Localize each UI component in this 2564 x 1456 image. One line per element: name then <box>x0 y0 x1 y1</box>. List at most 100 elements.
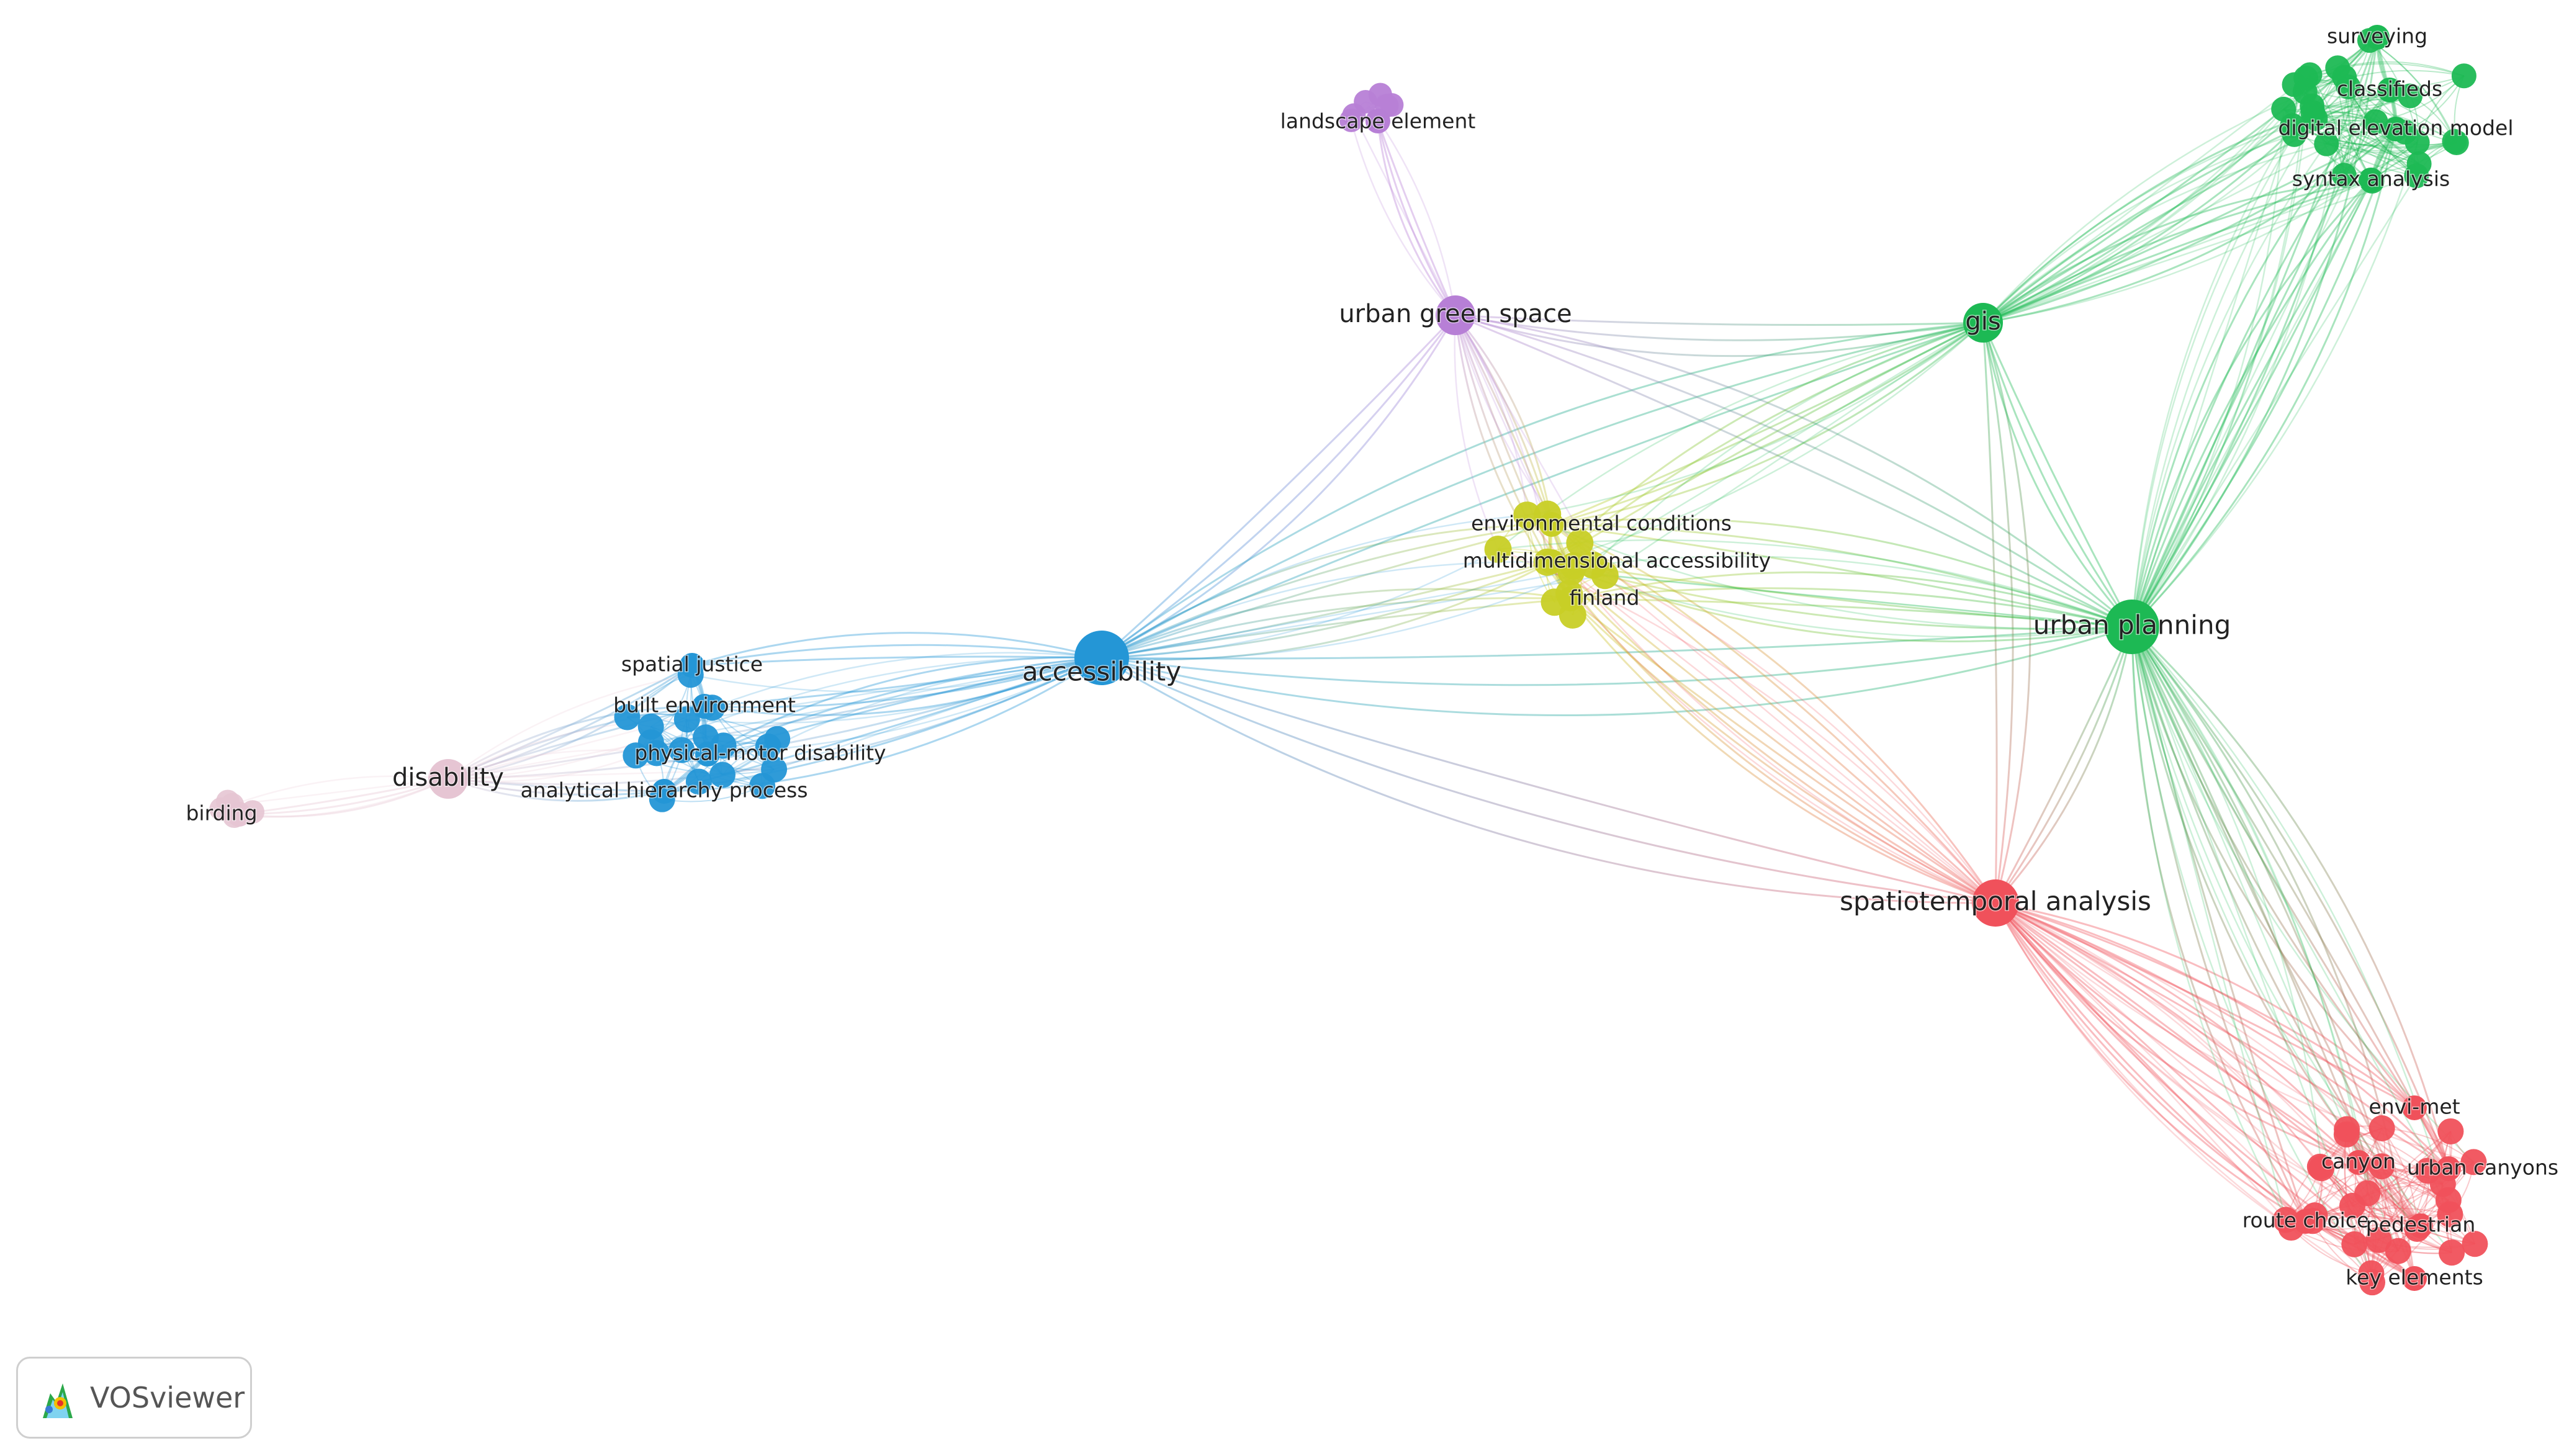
green-cluster-dot[interactable] <box>2398 83 2423 109</box>
label-physical-motor-disability[interactable]: physical-motor disability <box>634 740 887 766</box>
label-surveying[interactable]: surveying <box>2326 23 2428 49</box>
blue-cluster-dot[interactable] <box>643 740 670 766</box>
label-syntax-analysis[interactable]: syntax analysis <box>2291 166 2450 192</box>
node-surveying[interactable] <box>2365 25 2390 50</box>
green-cluster-dot[interactable] <box>2297 62 2323 88</box>
green-cluster-dot[interactable] <box>2325 55 2350 81</box>
label-gis[interactable]: gis <box>1964 307 2002 337</box>
green-cluster-dot[interactable] <box>2282 122 2307 147</box>
label-route-choice[interactable]: route choice <box>2241 1207 2370 1233</box>
node-spatiotemporal-analysis[interactable] <box>1972 879 2019 927</box>
node-birding[interactable] <box>227 802 251 827</box>
link-spatiotemporal_analysis-canyon <box>1994 902 2359 1164</box>
red-cluster-dot[interactable] <box>2306 1153 2333 1180</box>
blue-cluster-dot[interactable] <box>685 768 712 795</box>
blue-cluster-dot[interactable] <box>614 704 641 730</box>
label-canyon[interactable]: canyon <box>2321 1148 2397 1174</box>
red-cluster-dot[interactable] <box>2365 1226 2392 1253</box>
label-urban-canyons[interactable]: urban canyons <box>2406 1154 2559 1180</box>
link-red-cluster-spatiotemporal_analysis <box>1995 902 2380 1241</box>
label-multidimensional-accessibility[interactable]: multidimensional accessibility <box>1462 547 1771 573</box>
red-cluster-dot[interactable] <box>2368 1115 2395 1141</box>
green-cluster-dot[interactable] <box>2451 63 2476 89</box>
red-cluster-dot[interactable] <box>2460 1149 2487 1175</box>
node-classifieds[interactable] <box>2377 78 2402 102</box>
red-cluster-dot[interactable] <box>2341 1231 2368 1257</box>
green-cluster-dot[interactable] <box>2300 100 2326 125</box>
blue-cluster-dot[interactable] <box>673 706 700 733</box>
red-cluster-dot[interactable] <box>2437 1118 2464 1144</box>
label-analytical-hierarchy-process[interactable]: analytical hierarchy process <box>520 777 809 803</box>
node-gis[interactable] <box>1963 303 2003 343</box>
link-yellow-cluster-gis <box>1497 321 1984 550</box>
red-cluster-dot[interactable] <box>2368 1153 2395 1180</box>
red-cluster-dot[interactable] <box>2435 1187 2462 1213</box>
label-spatiotemporal-analysis[interactable]: spatiotemporal analysis <box>1839 885 2152 917</box>
yellow-cluster-dot[interactable] <box>1591 562 1619 590</box>
blue-cluster-dot[interactable] <box>637 713 664 740</box>
node-canyon[interactable] <box>2346 1150 2371 1175</box>
label-envi-met[interactable]: envi-met <box>2368 1094 2461 1120</box>
yellow-cluster-dot[interactable] <box>1566 529 1594 557</box>
red-cluster-dot[interactable] <box>2462 1231 2488 1257</box>
label-digital-elevation-model[interactable]: digital elevation model <box>2277 115 2514 141</box>
green-cluster-dot[interactable] <box>2406 151 2432 176</box>
label-built-environment[interactable]: built environment <box>613 692 797 718</box>
blue-cluster-dot[interactable] <box>749 773 776 799</box>
label-urban-green-space[interactable]: urban green space <box>1338 299 1573 330</box>
yellow-cluster-dot[interactable] <box>1484 535 1512 563</box>
node-environmental-conditions[interactable] <box>1539 512 1564 537</box>
label-birding[interactable]: birding <box>185 800 258 826</box>
node-finland[interactable] <box>1558 586 1583 611</box>
node-analytical-hierarchy-process[interactable] <box>652 779 677 804</box>
label-spatial-justice[interactable]: spatial justice <box>620 651 763 677</box>
green-cluster-dot[interactable] <box>2444 130 2469 156</box>
label-key-elements[interactable]: key elements <box>2345 1264 2485 1290</box>
green-cluster-dot[interactable] <box>2363 109 2388 135</box>
node-urban-green-space[interactable] <box>1436 295 1475 335</box>
blue-cluster-dot[interactable] <box>623 742 649 769</box>
node-built-environment[interactable] <box>692 694 717 719</box>
red-cluster-dot[interactable] <box>2354 1180 2381 1207</box>
node-urban-canyons[interactable] <box>2436 1156 2461 1181</box>
node-envi-met[interactable] <box>2402 1095 2427 1120</box>
node-digital-elevation-model[interactable] <box>2383 117 2408 142</box>
label-pedestrian[interactable]: pedestrian <box>2365 1211 2476 1238</box>
green-cluster-dot[interactable] <box>2331 163 2357 188</box>
node-multidimensional-accessibility[interactable] <box>1539 549 1564 574</box>
node-spatial-justice[interactable] <box>680 653 704 678</box>
blue-cluster-dot[interactable] <box>709 762 735 788</box>
blue-cluster-dot[interactable] <box>668 737 695 763</box>
red-cluster-dot[interactable] <box>2359 1269 2386 1296</box>
label-environmental-conditions[interactable]: environmental conditions <box>1470 510 1733 536</box>
blue-cluster-dot[interactable] <box>755 733 781 760</box>
label-classifieds[interactable]: classifieds <box>2336 76 2443 102</box>
red-cluster-dot[interactable] <box>2272 1207 2299 1233</box>
red-cluster-dot[interactable] <box>2334 1116 2360 1143</box>
purple-cluster-dot[interactable] <box>1342 103 1366 127</box>
node-urban-planning[interactable] <box>2105 600 2159 654</box>
green-cluster-dot[interactable] <box>2404 130 2430 155</box>
node-physical-motor-disability[interactable] <box>695 742 720 766</box>
red-cluster-dot[interactable] <box>2385 1238 2411 1264</box>
label-finland[interactable]: finland <box>1568 585 1640 611</box>
node-landscape-element[interactable] <box>1365 109 1390 133</box>
node-disability[interactable] <box>428 759 468 799</box>
node-accessibility[interactable] <box>1074 631 1129 685</box>
yellow-cluster-dot[interactable] <box>1513 501 1541 529</box>
label-accessibility[interactable]: accessibility <box>1021 655 1182 688</box>
purple-cluster-dot[interactable] <box>1368 83 1392 107</box>
green-cluster-dot[interactable] <box>2314 131 2339 156</box>
node-route-choice[interactable] <box>2293 1209 2318 1234</box>
label-landscape-element[interactable]: landscape element <box>1279 108 1477 134</box>
node-pedestrian[interactable] <box>2408 1213 2433 1238</box>
label-disability[interactable]: disability <box>392 763 505 793</box>
yellow-cluster-dot[interactable] <box>1560 552 1588 580</box>
link-gis-spatiotemporal_analysis <box>1982 322 2031 904</box>
red-cluster-dot[interactable] <box>2439 1239 2465 1266</box>
node-syntax-analysis[interactable] <box>2359 168 2383 192</box>
node-key-elements[interactable] <box>2402 1266 2427 1291</box>
label-urban-planning[interactable]: urban planning <box>2032 609 2232 641</box>
red-cluster-dot[interactable] <box>2414 1157 2441 1184</box>
